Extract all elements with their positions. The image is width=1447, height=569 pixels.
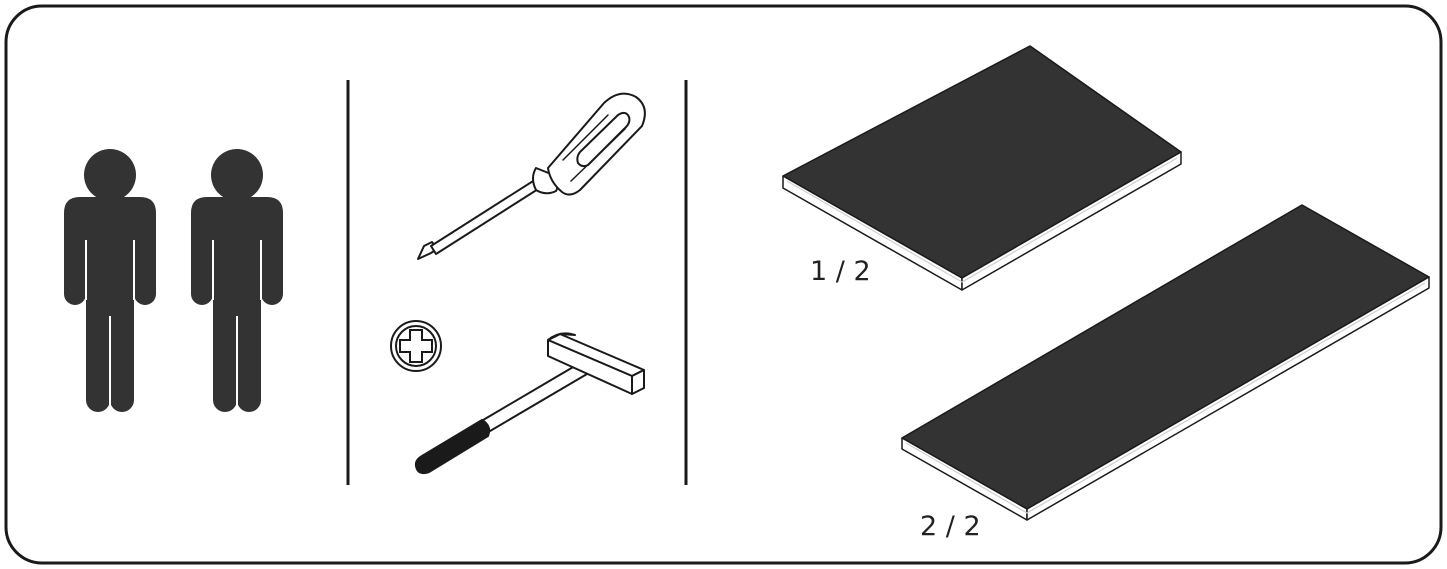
- screwdriver-icon: [417, 92, 646, 260]
- parts-list: 1 / 2 2 / 2: [782, 45, 1430, 542]
- persons-required: [64, 149, 283, 412]
- person-icon: [64, 149, 156, 412]
- panel-icon: [782, 45, 1182, 291]
- phillips-head-icon: [390, 320, 442, 372]
- panel-large-label: 2 / 2: [920, 511, 981, 542]
- panel-icon: [901, 204, 1430, 521]
- tools-required: [390, 92, 646, 475]
- person-icon: [191, 149, 283, 412]
- panel-small-label: 1 / 2: [810, 256, 871, 287]
- hammer-icon: [414, 332, 645, 475]
